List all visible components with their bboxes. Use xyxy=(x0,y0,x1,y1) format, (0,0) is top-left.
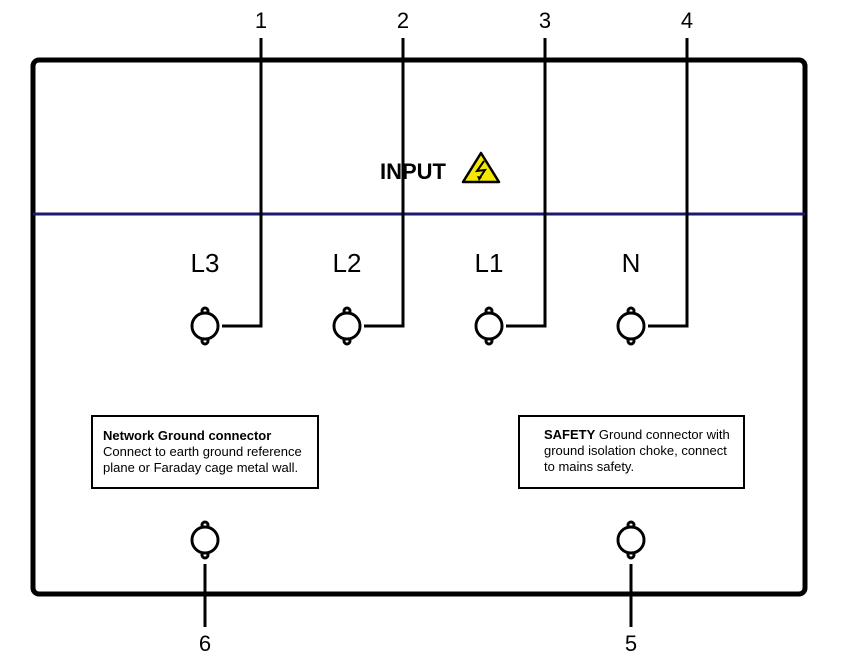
network-ground-description: Connect to earth ground reference plane … xyxy=(103,444,302,475)
terminal-symbol-l3 xyxy=(190,306,220,346)
enclosure-frame xyxy=(30,57,808,597)
terminal-symbol-l1 xyxy=(474,306,504,346)
terminal-number-6: 6 xyxy=(198,631,212,656)
terminal-number-3: 3 xyxy=(538,8,552,33)
terminal-number-5: 5 xyxy=(624,631,638,656)
terminal-1-wire xyxy=(222,38,263,328)
input-title: INPUT xyxy=(380,159,446,184)
terminal-4-wire xyxy=(648,38,689,328)
safety-ground-title: SAFETY xyxy=(544,427,596,442)
terminal-label-l1: L1 xyxy=(474,248,504,278)
network-ground-info-box: Network Ground connector Connect to eart… xyxy=(91,415,319,489)
terminal-symbol-safety-ground xyxy=(616,520,646,560)
terminal-number-4: 4 xyxy=(680,8,694,33)
terminal-label-l2: L2 xyxy=(332,248,362,278)
terminal-symbol-n xyxy=(616,306,646,346)
safety-ground-info-box: SAFETY Ground connector with ground isol… xyxy=(518,415,745,489)
network-ground-title: Network Ground connector xyxy=(103,428,272,443)
terminal-label-l3: L3 xyxy=(190,248,220,278)
terminal-symbol-l2 xyxy=(332,306,362,346)
terminal-2-wire xyxy=(364,38,405,328)
high-voltage-warning-icon xyxy=(461,151,501,184)
safety-ground-description: Ground connector with ground isolation c… xyxy=(544,427,730,474)
terminal-3-wire xyxy=(506,38,547,328)
terminal-number-1: 1 xyxy=(254,8,268,33)
terminal-number-2: 2 xyxy=(396,8,410,33)
terminal-label-n: N xyxy=(621,248,641,278)
terminal-symbol-network-ground xyxy=(190,520,220,560)
